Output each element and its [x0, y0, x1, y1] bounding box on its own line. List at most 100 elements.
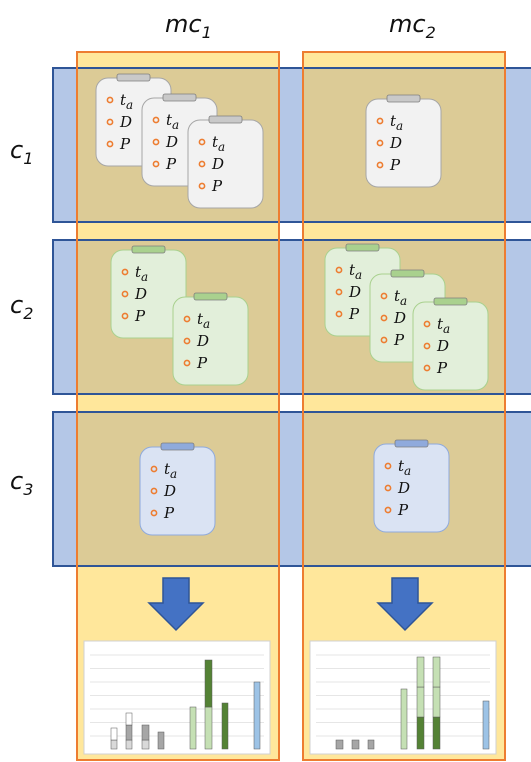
bullet-icon — [376, 117, 384, 125]
bullet-icon — [376, 139, 384, 147]
card-item-label: P — [119, 135, 131, 153]
bullet-icon — [384, 484, 392, 492]
chart-bar — [157, 731, 165, 750]
card-item-label: D — [165, 133, 178, 151]
card-item-label: D — [163, 482, 176, 500]
bullet-icon — [376, 161, 384, 169]
card-item-label: ta — [390, 112, 403, 133]
column-header-mc2: mc2 — [389, 10, 436, 42]
column-header-mc1: mc1 — [165, 10, 212, 42]
down-arrow-icon — [376, 577, 434, 632]
card-item-label: P — [348, 305, 360, 323]
card-item-label: ta — [164, 460, 177, 481]
bullet-icon — [335, 288, 343, 296]
chart-bar — [416, 686, 425, 718]
card-item-label: D — [393, 309, 406, 327]
bar-chart-icon — [83, 640, 271, 755]
card-item-label: ta — [166, 111, 179, 132]
chart-bar — [367, 739, 375, 750]
bullet-icon — [121, 268, 129, 276]
card-item-label: D — [348, 283, 361, 301]
bullet-icon — [423, 364, 431, 372]
chart-bar — [189, 706, 197, 750]
chart-bar — [432, 656, 441, 688]
bullet-icon — [121, 290, 129, 298]
card-item-label: P — [211, 177, 223, 195]
bullet-icon — [380, 292, 388, 300]
chart-bar — [110, 727, 118, 741]
card-item-label: ta — [437, 315, 450, 336]
card-item-label: D — [134, 285, 147, 303]
row-label-c1: c1 — [10, 136, 33, 168]
card-item-label: P — [163, 504, 175, 522]
svg-text:c1: c1 — [10, 136, 33, 168]
bullet-icon — [384, 506, 392, 514]
card-item-label: D — [211, 155, 224, 173]
bullet-icon — [198, 160, 206, 168]
bullet-icon — [150, 465, 158, 473]
card-item-label: ta — [135, 263, 148, 284]
chart-bar — [482, 700, 490, 750]
bullet-icon — [380, 336, 388, 344]
card-item-label: D — [119, 113, 132, 131]
bullet-icon — [198, 182, 206, 190]
bullet-icon — [335, 266, 343, 274]
chart-bar — [125, 739, 133, 750]
down-arrow-icon — [147, 577, 205, 632]
row-label-c2: c2 — [10, 291, 33, 323]
chart-bar — [221, 702, 229, 750]
card-item-label: D — [397, 479, 410, 497]
bullet-icon — [152, 116, 160, 124]
chart-bar — [253, 681, 261, 750]
chart-bar — [125, 712, 133, 726]
bullet-icon — [183, 337, 191, 345]
chart-bar — [204, 659, 213, 708]
chart-bar — [432, 716, 441, 750]
bullet-icon — [152, 138, 160, 146]
card-item-label: P — [389, 156, 401, 174]
bullet-icon — [423, 342, 431, 350]
chart-bar — [141, 724, 150, 741]
chart-bar — [400, 688, 408, 750]
card-item-label: D — [196, 332, 209, 350]
bullet-icon — [423, 320, 431, 328]
bullet-icon — [335, 310, 343, 318]
bullet-icon — [384, 462, 392, 470]
bullet-icon — [106, 96, 114, 104]
card-item-label: ta — [212, 133, 225, 154]
card-item-label: D — [436, 337, 449, 355]
row-label-c3: c3 — [10, 467, 33, 499]
svg-text:mc1: mc1 — [165, 10, 212, 42]
card-item-label: ta — [398, 457, 411, 478]
bullet-icon — [150, 509, 158, 517]
bar-chart-icon — [309, 640, 497, 755]
bullet-icon — [106, 140, 114, 148]
svg-text:c3: c3 — [10, 467, 33, 499]
bullet-icon — [106, 118, 114, 126]
chart-bar — [125, 724, 133, 741]
svg-text:mc2: mc2 — [389, 10, 436, 42]
chart-bar — [204, 706, 213, 750]
chart-bar — [416, 716, 425, 750]
chart-bar — [351, 739, 360, 750]
bullet-icon — [198, 138, 206, 146]
card-item-label: P — [165, 155, 177, 173]
chart-bar — [110, 739, 118, 750]
card-item-label: P — [397, 501, 409, 519]
card-item-label: P — [196, 354, 208, 372]
card-item-label: ta — [394, 287, 407, 308]
chart-bar — [432, 686, 441, 718]
svg-text:c2: c2 — [10, 291, 33, 323]
bullet-icon — [121, 312, 129, 320]
chart-bar — [416, 656, 425, 688]
card-item-label: ta — [197, 310, 210, 331]
card-item-label: D — [389, 134, 402, 152]
chart-bar — [335, 739, 344, 750]
